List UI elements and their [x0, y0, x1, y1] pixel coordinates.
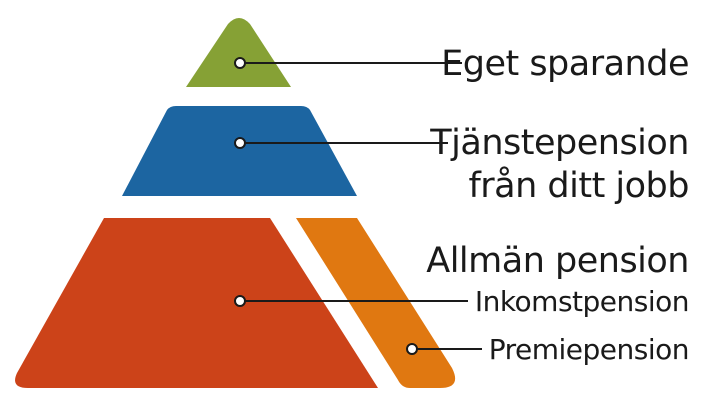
label-eget-sparande: Eget sparande	[441, 44, 689, 84]
tjanstepension-tier	[122, 106, 357, 196]
label-allman-pension: Allmän pension	[426, 241, 689, 281]
label-tjanstepension: Tjänstepension	[430, 123, 689, 163]
connector-dot-tjanste	[234, 137, 246, 149]
connector-dot-eget	[234, 57, 246, 69]
eget-sparande-tier	[186, 18, 291, 87]
label-inkomstpension: Inkomstpension	[474, 285, 690, 318]
connector-dot-premie	[406, 343, 418, 355]
label-fran-ditt-jobb: från ditt jobb	[468, 166, 689, 206]
label-premiepension: Premiepension	[488, 333, 690, 366]
inkomstpension-tier	[15, 218, 378, 388]
connector-dot-inkomst	[234, 295, 246, 307]
